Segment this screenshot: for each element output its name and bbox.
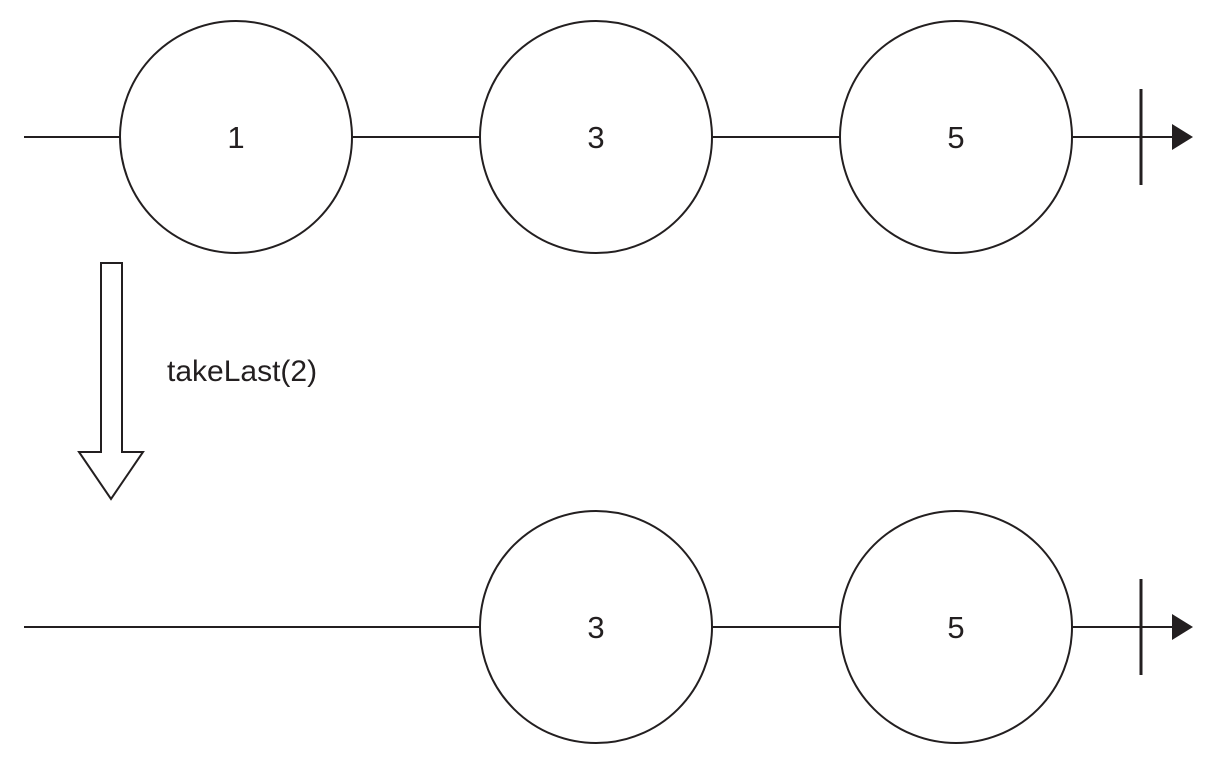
marble [839,510,1073,744]
marble [119,20,353,254]
operator-block: takeLast(2) [77,262,317,501]
marble-value: 5 [947,120,964,155]
marble [839,20,1073,254]
down-arrow-icon [77,262,145,501]
marble-value: 3 [587,120,604,155]
marble-value: 3 [587,610,604,645]
marble-value: 5 [947,610,964,645]
operator-label: takeLast(2) [167,355,317,388]
timeline-arrowhead-icon [1172,614,1193,640]
marble [479,510,713,744]
timeline-arrowhead-icon [1172,124,1193,150]
marble [479,20,713,254]
source-stream-timeline: 1 3 5 [24,20,1193,254]
marble-value: 1 [227,120,244,155]
